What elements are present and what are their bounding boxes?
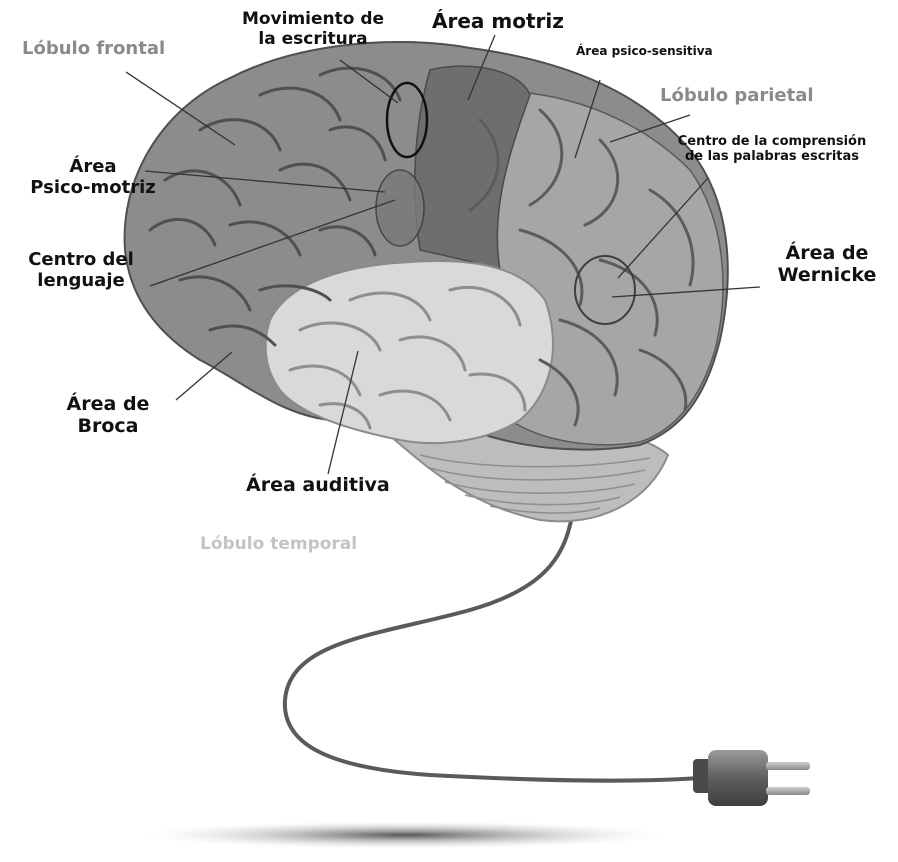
label-comprension-palabras: Centro de la comprensión de las palabras… — [654, 135, 890, 165]
label-area-psico-motriz-line2: Psico-motriz — [18, 178, 168, 199]
label-lobulo-temporal: Lóbulo temporal — [200, 535, 357, 555]
label-centro-lenguaje-line2: lenguaje — [6, 271, 156, 292]
label-area-psico-sensitiva: Área psico-sensitiva — [576, 45, 713, 59]
label-area-wernicke: Área de Wernicke — [762, 243, 892, 287]
label-area-psico-motriz-line1: Área — [18, 157, 168, 178]
label-area-motriz: Área motriz — [432, 10, 564, 33]
label-comprension-line2: de las palabras escritas — [654, 150, 890, 165]
label-area-broca: Área de Broca — [38, 394, 178, 438]
label-centro-lenguaje: Centro del lenguaje — [6, 250, 156, 291]
label-wernicke-line1: Área de — [762, 243, 892, 265]
label-wernicke-line2: Wernicke — [762, 265, 892, 287]
label-movimiento-escritura-line1: Movimiento de — [224, 10, 402, 30]
label-comprension-line1: Centro de la comprensión — [654, 135, 890, 150]
label-area-auditiva: Área auditiva — [246, 475, 390, 497]
label-movimiento-escritura: Movimiento de la escritura — [224, 10, 402, 49]
label-area-psico-motriz: Área Psico-motriz — [18, 157, 168, 198]
label-broca-line1: Área de — [38, 394, 178, 416]
power-plug — [693, 750, 810, 806]
label-lobulo-parietal: Lóbulo parietal — [660, 86, 814, 107]
label-broca-line2: Broca — [38, 416, 178, 438]
label-movimiento-escritura-line2: la escritura — [224, 30, 402, 50]
label-lobulo-frontal: Lóbulo frontal — [22, 39, 165, 60]
power-cable — [285, 515, 700, 781]
psychomotor-area — [376, 170, 424, 246]
label-centro-lenguaje-line1: Centro del — [6, 250, 156, 271]
ground-shadow — [145, 821, 665, 849]
